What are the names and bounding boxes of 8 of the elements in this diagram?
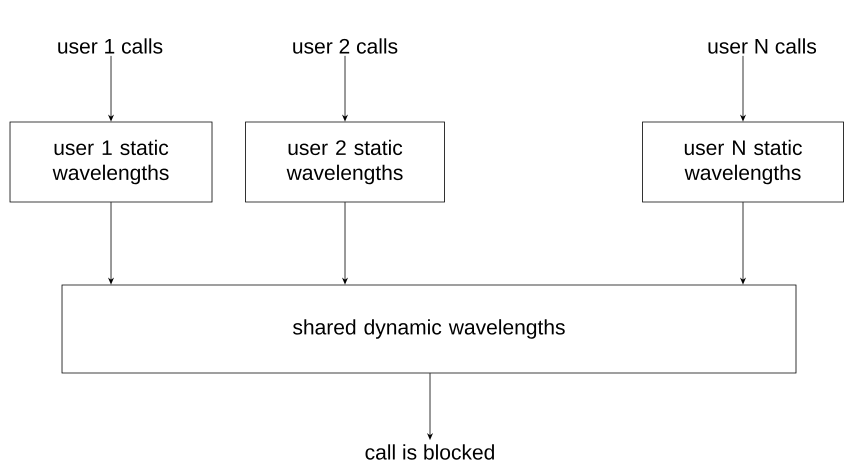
process-box: user N static wavelengths: [642, 122, 844, 202]
text-label: call is blocked: [366, 444, 494, 460]
text-label: user N calls: [708, 38, 816, 54]
process-box: shared dynamic wavelengths: [62, 284, 796, 374]
process-box: user 1 static wavelengths: [10, 122, 212, 202]
process-box: user 2 static wavelengths: [245, 122, 445, 202]
text-label: user 1 calls: [58, 38, 162, 54]
text-label: user 2 calls: [293, 38, 398, 54]
